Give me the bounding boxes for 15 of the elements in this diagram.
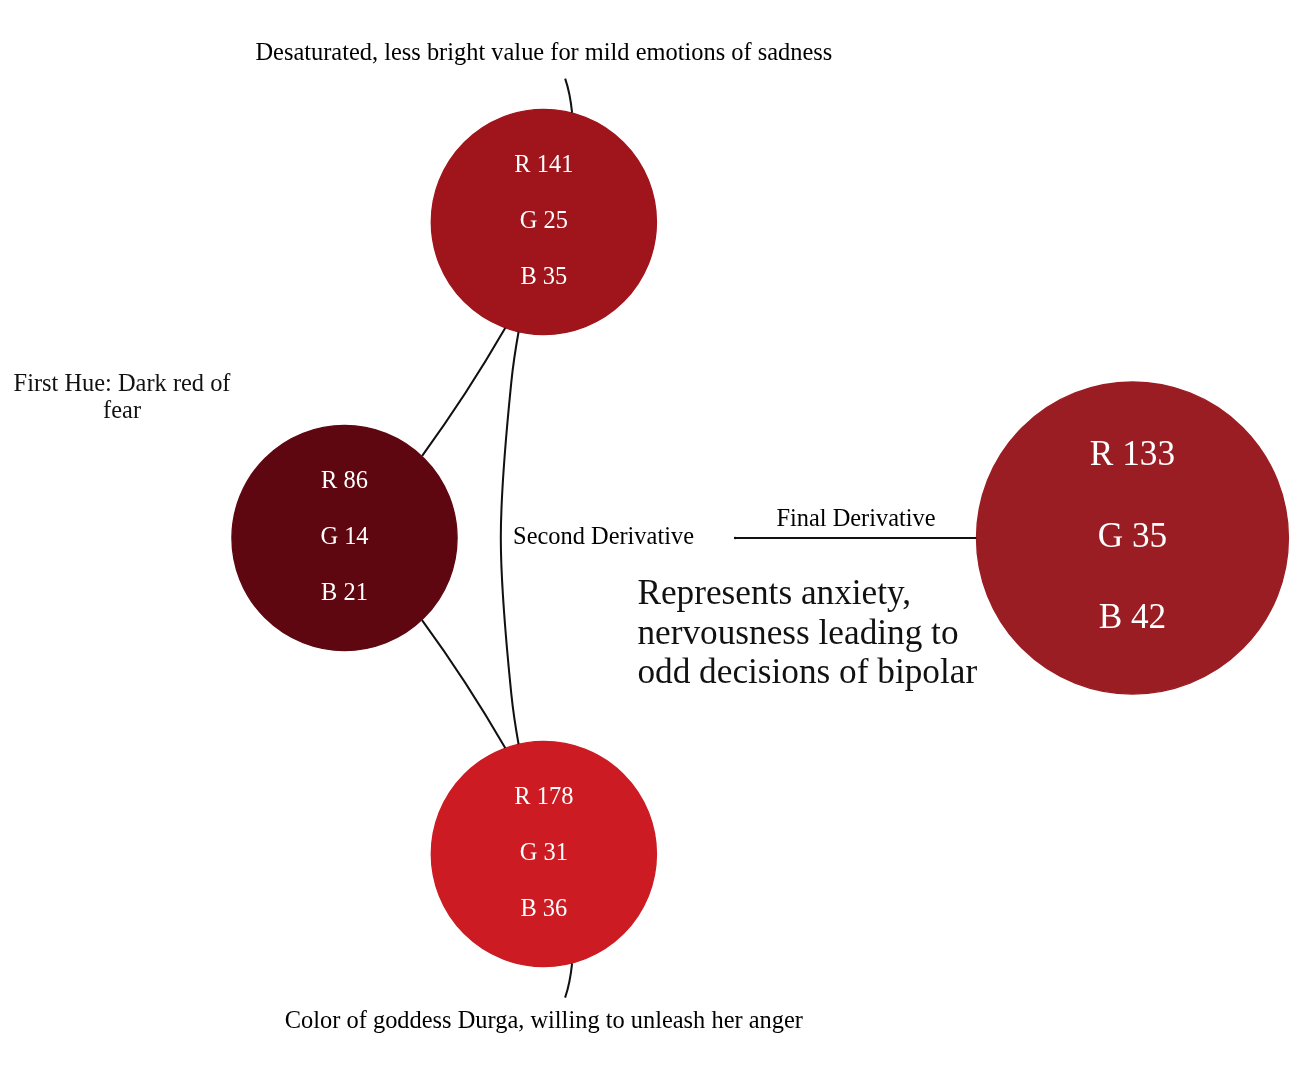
- connector: [735, 537, 977, 539]
- edge-label: Final Derivative: [776, 504, 936, 532]
- node-circle: R 178 G 31 B 36: [430, 740, 658, 968]
- connector: [421, 327, 507, 457]
- node-circle: R 86 G 14 B 21: [231, 424, 458, 652]
- edge-label: Second Derivative: [513, 521, 695, 549]
- node-label: Represents anxiety, nervousness leading to odd decisions of bipolar: [637, 573, 978, 691]
- connector: [564, 78, 574, 113]
- connector: [421, 619, 507, 749]
- node-text: Color of goddess Durga, willing to unleash her anger: [284, 1006, 803, 1034]
- node-label: First Hue: Dark red of fear: [13, 368, 231, 423]
- connector: [499, 331, 520, 745]
- connector: [564, 963, 574, 998]
- node-circle: R 141 G 25 B 35: [430, 108, 658, 336]
- node-text: Desaturated, less bright value for mild emotions of sadness: [255, 37, 833, 65]
